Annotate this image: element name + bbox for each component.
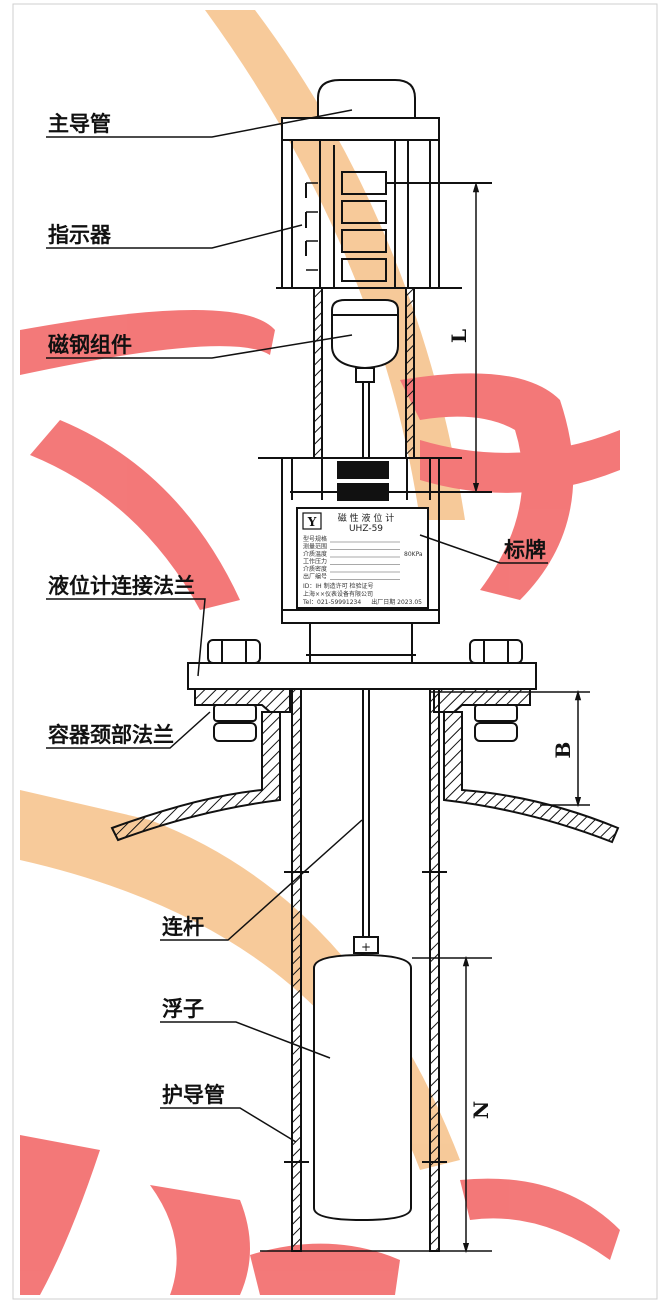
nameplate-logo-icon: Y (307, 515, 317, 529)
lower-housing (258, 457, 492, 664)
watermark-red-stroke-2 (30, 420, 240, 610)
watermark-red-stroke-6 (150, 1185, 250, 1295)
nameplate-title: 磁 性 液 位 计 (338, 512, 394, 524)
label-vessel-neck-flange: 容器颈部法兰 (48, 722, 174, 747)
nameplate-logo (302, 512, 322, 530)
float (313, 953, 412, 1222)
watermark-logo (20, 10, 620, 1295)
watermark-red-stroke-5 (20, 1135, 100, 1295)
nameplate-field-label: 工作压力 (303, 558, 327, 566)
dimension-lines (260, 181, 590, 1254)
nameplate-field-label: 出厂编号 (303, 573, 327, 581)
indicator-flap (341, 229, 387, 253)
nameplate-field-label: 介质温度 (303, 550, 327, 558)
bolt-nut (207, 639, 261, 664)
nameplate-field-label: 测量范围 (303, 543, 327, 551)
label-gauge-flange: 液位计连接法兰 (48, 573, 195, 598)
watermark-orange-arc-bottom (20, 790, 460, 1170)
dim-B-label: B (551, 742, 575, 759)
watermark-red-stroke-4 (420, 430, 620, 493)
bolt-nut (474, 704, 518, 722)
watermark-red-stroke-3 (400, 373, 574, 600)
nameplate-footer-right: 出厂日期 2023.05 (371, 598, 422, 606)
magnet-assembly (331, 299, 399, 370)
label-indicator: 指示器 (48, 222, 112, 247)
dim-L-label: L (447, 329, 471, 343)
rod-pin-icon: + (361, 940, 371, 954)
flange-assembly (110, 639, 620, 844)
leader-lines (46, 109, 548, 1143)
magnet-block (337, 461, 389, 479)
label-main-guide-tube: 主导管 (48, 111, 111, 136)
bolt-nut (474, 722, 518, 742)
watermark-red-stroke-7 (460, 1178, 620, 1260)
vessel-wall-left (110, 711, 281, 842)
bolt-nut (213, 722, 257, 742)
dim-N-label: N (469, 1101, 493, 1119)
nameplate-cert: ID：IH 制造许可 检验证号 (303, 582, 374, 590)
gauge-flange (187, 662, 537, 690)
indicator-flap (341, 258, 387, 282)
bolt-nut (469, 639, 523, 664)
top-cap (317, 79, 416, 119)
label-float: 浮子 (162, 996, 204, 1021)
indicator-housing (276, 79, 492, 289)
label-nameplate: 标牌 (504, 537, 546, 562)
label-protective-tube: 护导管 (162, 1082, 225, 1107)
nameplate-field-label: 介质密度 (303, 565, 327, 573)
bolt-nut (213, 704, 257, 722)
watermark-red-stroke-8 (250, 1243, 400, 1295)
label-magnet-assembly: 磁钢组件 (48, 332, 132, 357)
indicator-flap (341, 200, 387, 224)
label-connecting-rod: 连杆 (162, 914, 204, 939)
vessel-wall-right (443, 711, 620, 844)
watermark-orange-arc-top (205, 10, 465, 520)
nameplate-maker: 上海××仪表设备有限公司 (303, 590, 373, 598)
nameplate-footer-left: Tel：021-59991234 (302, 599, 361, 606)
nameplate-field-value: 80KPa (404, 551, 423, 558)
nameplate-field-label: 型号规格 (303, 535, 327, 543)
nameplate-model: UHZ-59 (349, 524, 383, 534)
housing-top-plate (281, 117, 440, 141)
